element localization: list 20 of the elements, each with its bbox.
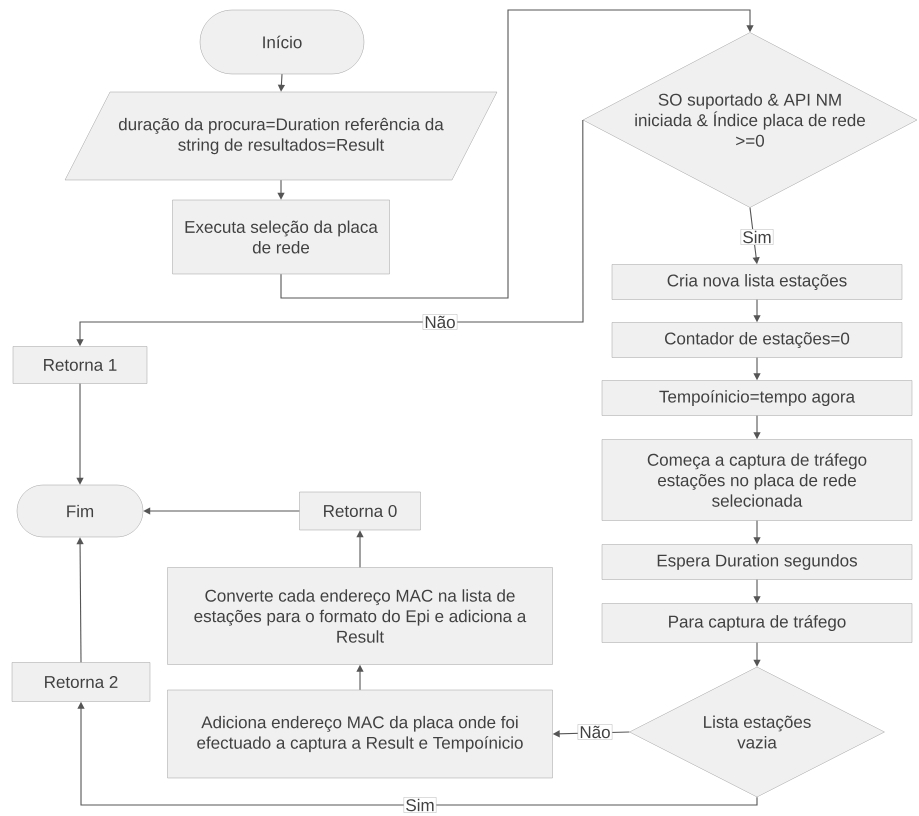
edge-label: Sim bbox=[740, 229, 774, 245]
process-box: Adiciona endereço MAC da placa onde foi efectuado a captura a Result e Tempoínicio bbox=[167, 690, 553, 778]
start-terminal: Início bbox=[200, 10, 364, 74]
arrow bbox=[280, 9, 754, 299]
edge-label: Não bbox=[578, 724, 612, 740]
end-terminal: Fim bbox=[16, 484, 144, 538]
process-box: Começa a captura de tráfego estações no placa de rede selecionada bbox=[602, 439, 912, 521]
edge-label: Não bbox=[422, 314, 458, 330]
process-box: Converte cada endereço MAC na lista de estações para o formato do Epi e adiciona a Result bbox=[167, 567, 553, 665]
process-box: Cria nova lista estações bbox=[612, 264, 902, 300]
process-box: Contador de estações=0 bbox=[612, 322, 902, 358]
process-box: Retorna 2 bbox=[12, 662, 150, 702]
process-box: Executa seleção da placa de rede bbox=[172, 200, 390, 274]
process-box: Tempoínicio=tempo agora bbox=[602, 380, 912, 416]
process-box: Retorna 0 bbox=[299, 492, 421, 530]
process-box: Para captura de tráfego bbox=[602, 603, 912, 643]
edge-label: Sim bbox=[404, 797, 436, 813]
process-box: Espera Duration segundos bbox=[602, 544, 912, 580]
input-parallelogram: duração da procura=Duration referência da string de resultados=Result bbox=[64, 92, 498, 180]
process-box: Retorna 1 bbox=[12, 346, 148, 384]
